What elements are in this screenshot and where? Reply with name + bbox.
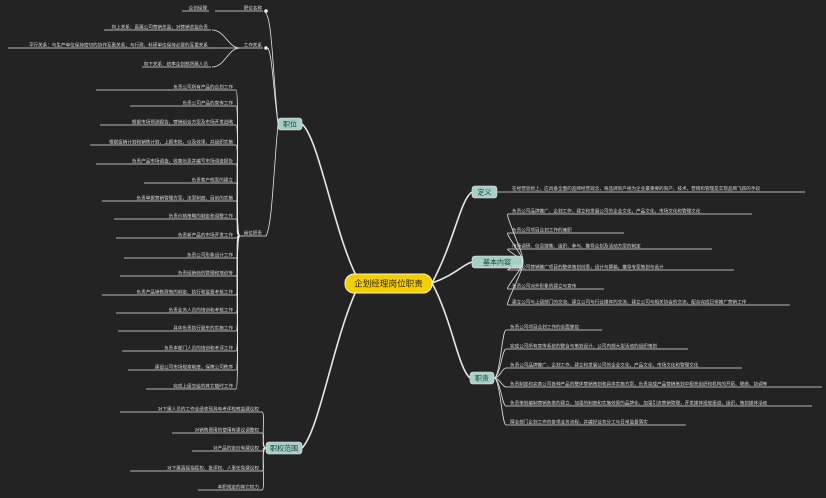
job-duty-item: 负责产品销售政策的制定、执行和监督考核工作 [137,289,234,296]
definition-item: 在经营思想上，应具备全面的品牌经营观念，将品牌资产视为企业最重要的资产，技术，营… [512,185,760,192]
basic-content-item: 负责公司对外形象的建立与宣传 [512,283,577,290]
job-duty-item: 具体负责执行股东的实施工作 [173,325,233,332]
job-duty-item: 负责业务人员的培训和考核工作 [169,307,234,314]
duties-list: 负责公司项目企划工作的全面掌控完成公司所有宣传系统的整合与策划设计，公司内部大型… [506,324,822,426]
basic-content-item: 完成公司营销推广项目的整体策划创意，设计与撰稿，推导专案策划与设计 [512,264,664,271]
duty-item: 负责制定和完善公司各种产品的整体营销策划和具体实施方案，负责完成产品营销策划中相… [510,381,768,388]
branch-authority-label: 职权范围 [270,444,298,453]
job-duty-item: 负责经销商的管理和培训等 [178,270,234,277]
job-duty-item: 负责公司形象设计工作 [187,252,233,259]
group-work-relations-label: 工作关系 [244,42,263,49]
center-node[interactable]: 企划经理岗位职责 [344,273,433,294]
authority-item: 对下属人员的工作业绩表现具有考评检察监建议权 [158,406,259,413]
job-duty-item: 负责公司所有产品的企划工作 [173,84,233,91]
item-connectors [235,89,524,491]
branch-duties[interactable]: 职责 [469,371,495,385]
branch-basic-content[interactable]: 基本内容 [471,255,523,269]
group-job-duties-label: 岗位职责 [244,230,263,237]
branch-position[interactable]: 职位 [277,117,303,131]
group-job-duties[interactable]: 岗位职责 [240,230,266,237]
job-duty-item: 建设公司市场规章制度，保障公司秩序 [155,364,234,371]
basic-content-item: 市场调研、信息搜集、组织、参与、推导企划及活动方案的制定 [512,243,641,250]
center-label: 企划经理岗位职责 [354,278,423,290]
job-duty-item: 完成上级交给的其它临时工作 [173,383,233,390]
branch-duties-label: 职责 [475,374,489,383]
job-duty-item: 负责单据营销管理方案，法案制度，目前的实施 [137,195,234,202]
branch-position-label: 职位 [283,120,297,129]
basic-content-item: 负责公司品牌推广、企划工作，建立和发展公司的企业文化，产品文化，市场文化和管理文… [512,208,701,215]
job-duty-item: 负责产品市场调查，收集信息并编写市场调查报告 [132,158,233,165]
work-relation-item: 向下关系：统率企划部所属人员 [144,61,209,68]
group-job-name-label: 职位名称 [244,5,263,12]
authority-item: 本职规定的其它权力 [218,484,260,491]
job-duty-item: 根据市场预测报告，营销组合方案及市场开发战略 [132,119,233,126]
group-job-name[interactable]: 职位名称 [240,5,268,13]
branch-authority[interactable]: 职权范围 [265,441,303,455]
job-duty-item: 负责客户档案的建立 [192,177,234,184]
duty-item: 完成公司所有宣传系统的整合与策划设计，公司内部大型活动的组织策划 [510,343,657,350]
duty-item: 撰全部门企划工作的各项业务流程，并编好业务分工与日常监督落实 [510,419,648,426]
authority-item: 对下属直接指挥权、批评权、人事任免建议权 [167,465,259,472]
basic-content-item: 建立公司与上级部门的交流、建立公司与行业媒体的交流、建立公司与相关协会的交流，配… [512,299,747,306]
job-duty-item: 负责本部门人员的培训和考评工作 [164,345,233,352]
group-work-relations[interactable]: 工作关系 [240,42,268,50]
branch-basic-content-label: 基本内容 [483,258,511,267]
work-relation-item: 向上关系：直属公司营销总监，对营销总监负责 [112,24,209,31]
basic-content-item: 负责公司项目企划工作的兼职 [512,227,572,234]
authority-item: 对销售费用的使用有建议调整权 [195,427,260,434]
job-duties-list: 负责公司所有产品的企划工作负责公司产品的宣传工作根据市场预测报告，营销组合方案及… [90,84,236,390]
collapse-dot-icon[interactable] [264,46,268,50]
work-relation-item: 平行关系：与生产单位保持密切的协作互惠关系；与行政、科研单位保持必要的互援关系 [29,42,209,49]
basic-content-list: 负责公司品牌推广、企划工作，建立和发展公司的企业文化，产品文化，市场文化和管理文… [508,208,790,306]
branch-definition-label: 定义 [478,188,492,197]
collapse-dot-icon[interactable] [264,9,268,13]
connector-lines [210,10,510,449]
authority-item: 对产品的定价有建议权 [213,445,259,452]
duty-item: 负责公司项目企划工作的全面掌控 [510,324,579,331]
job-name-item: 企划经理 [189,5,208,12]
authority-list: 对下属人员的工作业绩表现具有考评检察监建议权对销售费用的使用有建议调整权对产品的… [120,406,262,491]
job-duty-item: 负责价格策略的制定和调整工作 [169,213,234,220]
job-duty-item: 根据促销计划和销售计划，上报市批，以及效果，并组织实施 [109,139,233,146]
duty-item: 负责策划编制营销各类的建立，加强的制度和实施效果的品牌化，加强引流营销管理，开发… [510,400,768,407]
job-duty-item: 负责新产品的市场开发工作 [178,232,234,239]
duty-item: 负责公司品牌推广，企划工作，建立和发展公司的企业文化，产品文化，市场文化和管理文… [510,362,699,369]
job-duty-item: 负责公司产品的宣传工作 [182,100,233,107]
branch-definition[interactable]: 定义 [471,185,498,199]
